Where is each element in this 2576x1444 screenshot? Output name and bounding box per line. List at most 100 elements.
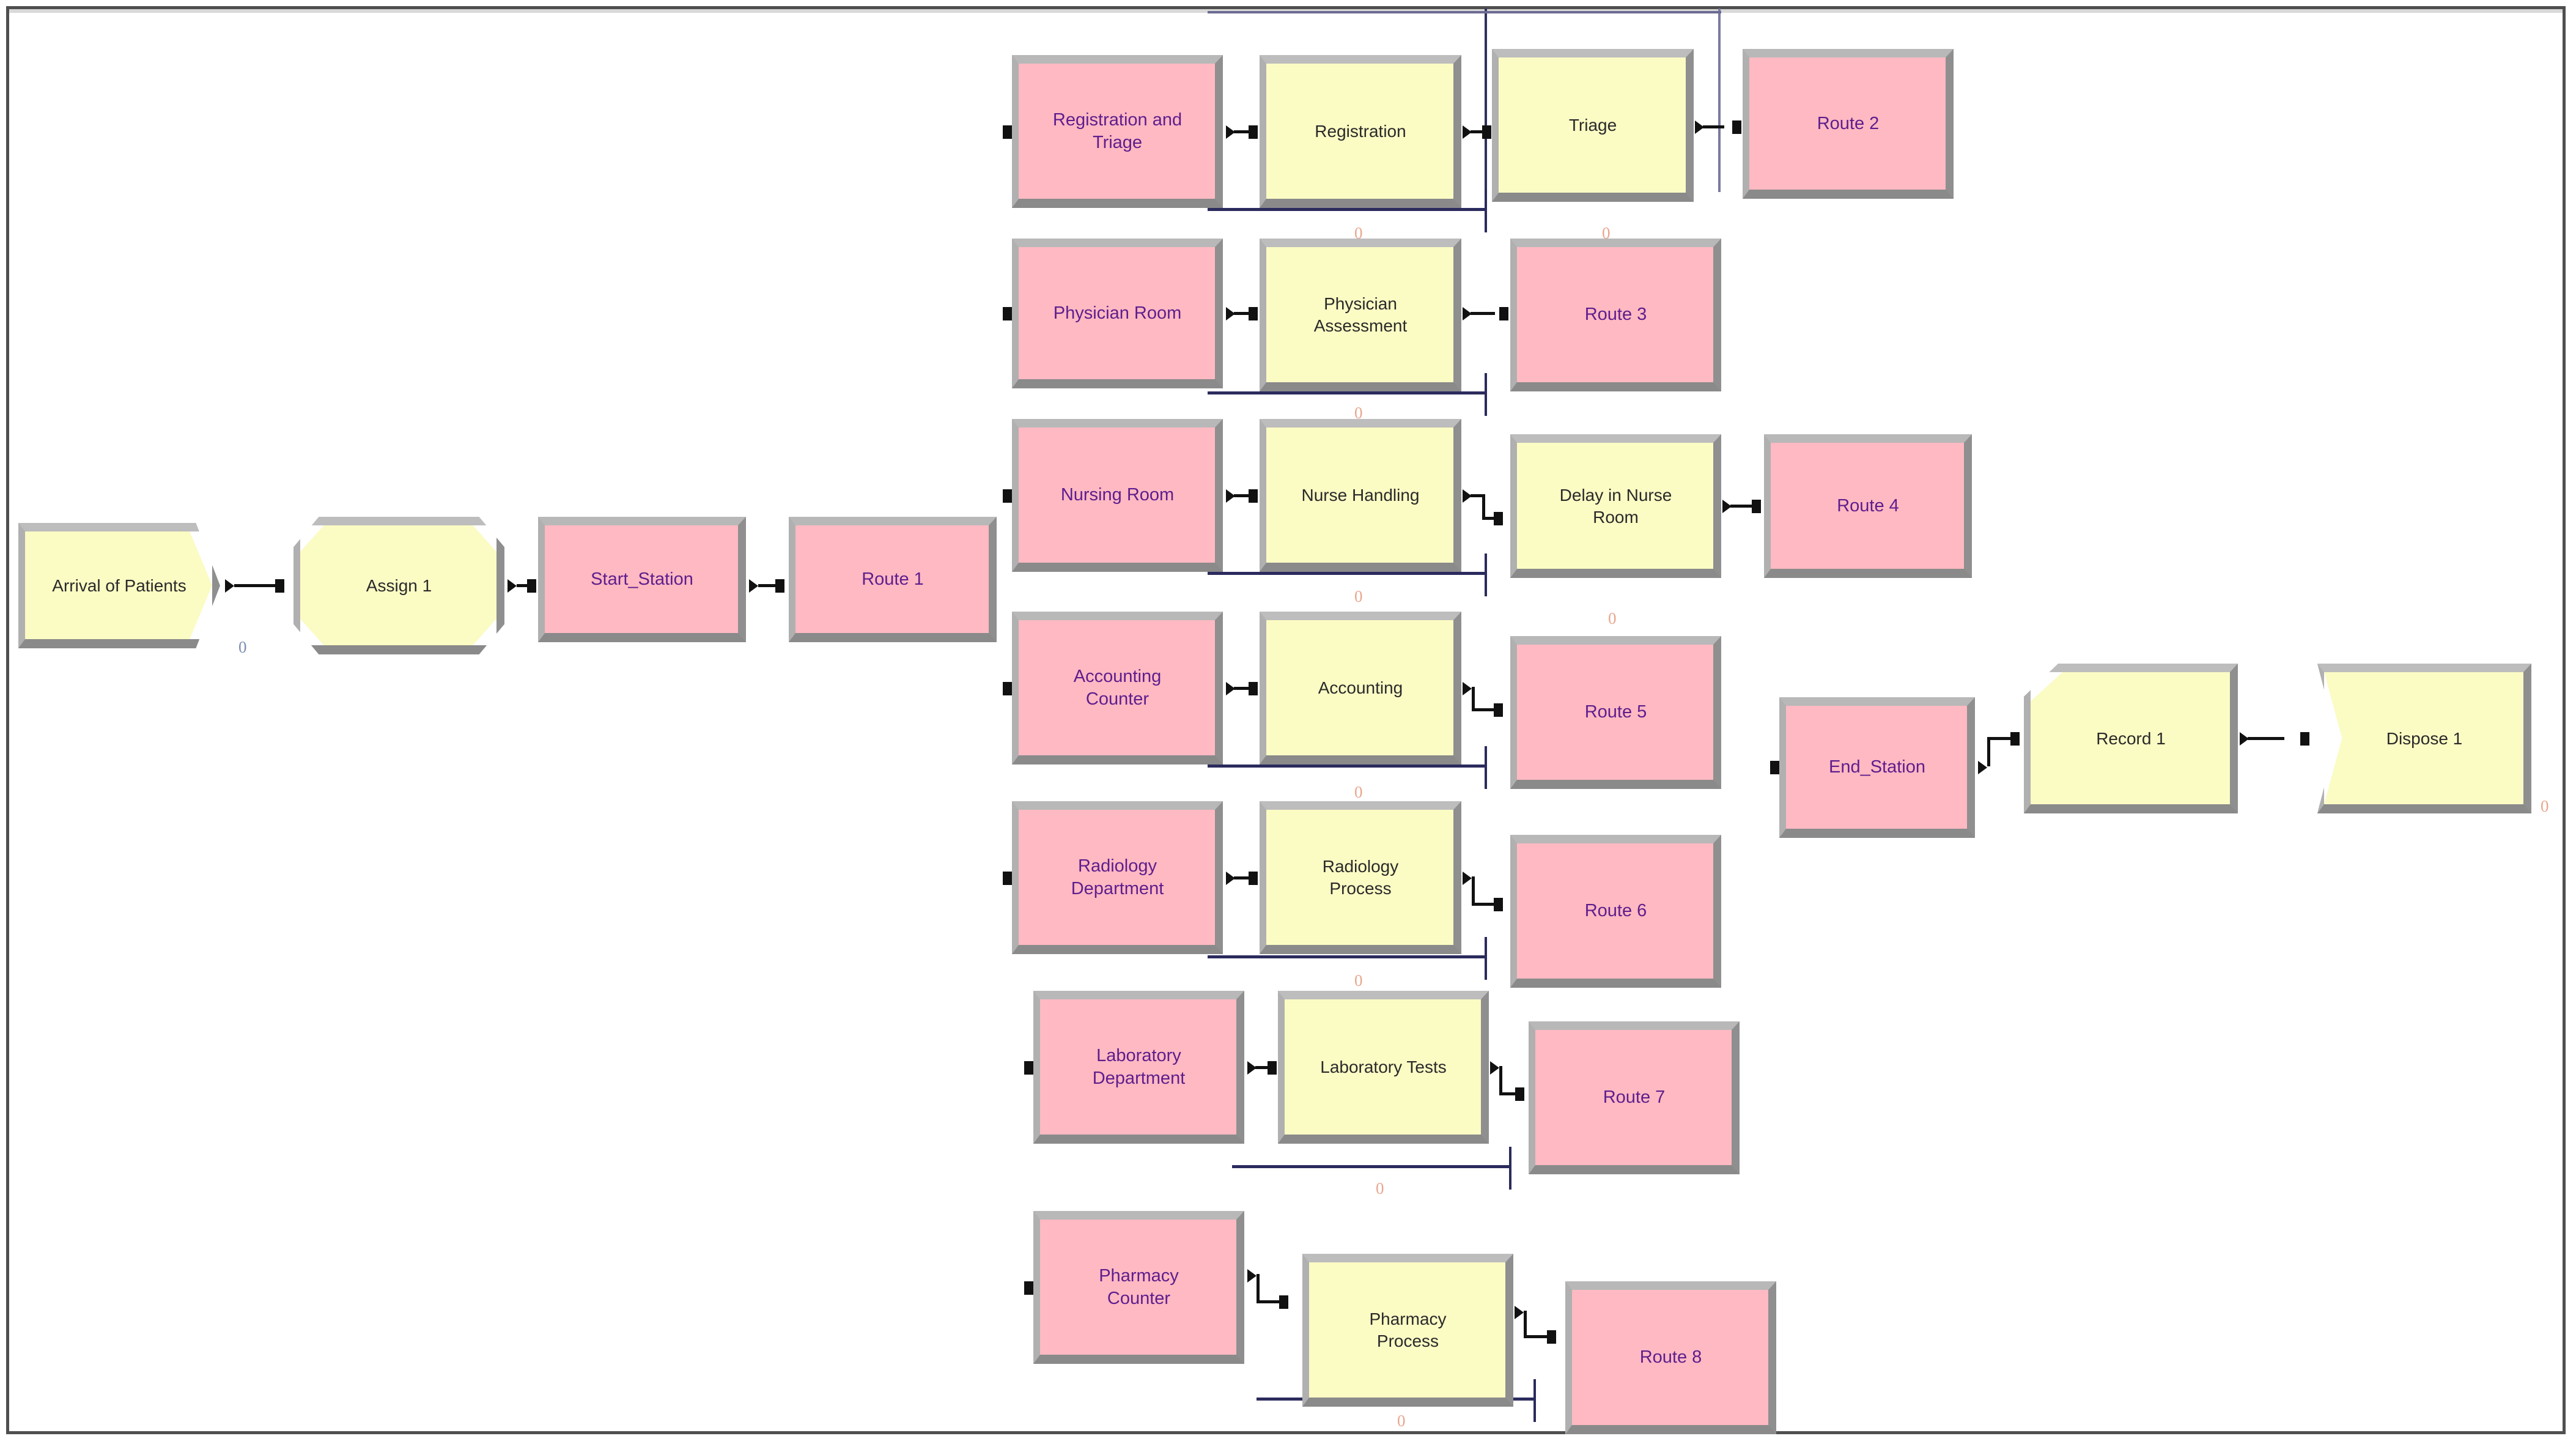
module-pharmacy_process[interactable]: Pharmacy Process [1302, 1254, 1518, 1412]
queue-nurse [1208, 572, 1486, 575]
module-route8[interactable]: Route 8 [1565, 1281, 1781, 1439]
arrow-radiologydept-out [1226, 872, 1235, 885]
module-fill [1535, 1030, 1732, 1165]
port-nursingroom-in [1003, 489, 1012, 503]
link-regtriage-registration [1234, 130, 1252, 133]
link-triage-route2 [1703, 125, 1724, 128]
module-bevel [1033, 991, 1244, 1144]
module-dispose1[interactable]: Dispose 1 [2317, 664, 2536, 818]
module-bevel [1033, 1211, 1244, 1364]
link-radiologyprocess-route6-h [1472, 903, 1495, 906]
module-radiology_dept[interactable]: Radiology Department [1012, 801, 1228, 959]
module-start_station[interactable]: Start_Station [538, 517, 751, 647]
arrow-assign-out [507, 579, 517, 593]
module-registration[interactable]: Registration [1260, 55, 1466, 213]
module-fill [1266, 64, 1453, 199]
link-pharmacycounter-process-h [1257, 1300, 1281, 1303]
module-route3[interactable]: Route 3 [1510, 239, 1726, 396]
counter-arrival: 0 [238, 638, 247, 656]
queue-radiology-end-marker [1485, 937, 1487, 980]
port-route6-in [1494, 898, 1503, 911]
arrow-endstation-out [1978, 761, 1987, 774]
module-delay_nurse_room[interactable]: Delay in Nurse Room [1510, 434, 1726, 583]
module-physician_room[interactable]: Physician Room [1012, 239, 1228, 393]
module-pharmacy_counter[interactable]: Pharmacy Counter [1033, 1211, 1249, 1369]
module-route6[interactable]: Route 6 [1510, 835, 1726, 993]
queue-accounting-end-marker [1485, 746, 1487, 789]
module-bevel [1510, 835, 1721, 988]
link-delay-route4 [1730, 505, 1754, 508]
counter-dispose: 0 [2541, 797, 2549, 815]
port-start-in [527, 579, 536, 593]
module-fill [1771, 443, 1964, 569]
module-bevel [1012, 801, 1223, 954]
arrow-nursingroom-out [1226, 489, 1235, 503]
port-route4-in [1752, 500, 1761, 513]
module-fill [1019, 428, 1215, 563]
module-laboratory_dept[interactable]: Laboratory Department [1033, 991, 1249, 1149]
counter-registration-queue: 0 [1354, 224, 1363, 242]
module-accounting[interactable]: Accounting [1260, 612, 1466, 769]
arrow-labtests-out [1490, 1061, 1499, 1075]
module-nurse_handling[interactable]: Nurse Handling [1260, 419, 1466, 577]
link-pharmacycounter-process-v [1257, 1274, 1260, 1303]
module-route5[interactable]: Route 5 [1510, 636, 1726, 794]
queue-laboratory-end-marker [1509, 1147, 1511, 1190]
module-route1[interactable]: Route 1 [789, 517, 1002, 647]
module-fill [1266, 428, 1453, 563]
arrow-start-out [749, 579, 758, 593]
module-accounting_counter[interactable]: Accounting Counter [1012, 612, 1228, 769]
module-reg_triage_st[interactable]: Registration and Triage [1012, 55, 1228, 213]
port-radiologyprocess-in [1249, 872, 1258, 885]
port-route5-in [1494, 703, 1503, 717]
link-radiologydept-radiologyprocess [1234, 876, 1252, 879]
link-accounting-route5-h [1472, 708, 1495, 711]
module-bevel [1260, 612, 1461, 765]
link-labtests-route7-v [1499, 1066, 1502, 1095]
module-fill [1517, 247, 1713, 382]
port-triage-in [1482, 125, 1491, 139]
link-start-route1 [758, 584, 780, 587]
arrow-arrival-out [225, 579, 234, 593]
port-regtriage-in [1003, 125, 1012, 139]
module-fill [1517, 645, 1713, 780]
dispatch-bus-left [1485, 9, 1487, 198]
module-bevel [1510, 239, 1721, 391]
dispatch-bus-top [1208, 11, 1721, 13]
module-bevel [2317, 664, 2531, 813]
link-accountingcounter-accounting [1234, 687, 1252, 690]
module-nursing_room[interactable]: Nursing Room [1012, 419, 1228, 577]
port-dispose-in [2300, 732, 2309, 746]
module-bevel [1278, 991, 1489, 1144]
module-bevel [1764, 434, 1972, 578]
arrow-record-out [2240, 732, 2249, 746]
module-fill [1572, 1290, 1768, 1425]
link-labtests-route7-h [1499, 1092, 1518, 1095]
port-delay-in [1494, 512, 1503, 525]
link-assessment-route3 [1471, 312, 1495, 315]
module-record1[interactable]: Record 1 [2024, 664, 2243, 818]
arrow-laboratorydept-out [1247, 1061, 1257, 1075]
counter-radiology-queue: 0 [1354, 971, 1363, 990]
module-fill [2324, 672, 2523, 804]
module-triage[interactable]: Triage [1492, 49, 1699, 207]
module-radiology_process[interactable]: Radiology Process [1260, 801, 1466, 959]
module-route4[interactable]: Route 4 [1764, 434, 1977, 583]
module-assign1[interactable]: Assign 1 [293, 517, 509, 659]
module-fill [1266, 247, 1453, 382]
module-end_station[interactable]: End_Station [1779, 697, 1980, 843]
module-bevel [2024, 664, 2238, 813]
module-route7[interactable]: Route 7 [1529, 1021, 1744, 1179]
queue-radiology [1208, 955, 1486, 958]
arrow-delay-out [1722, 500, 1732, 513]
module-fill [1285, 999, 1481, 1135]
module-bevel [1260, 801, 1461, 954]
module-route2[interactable]: Route 2 [1743, 49, 1958, 204]
module-bevel [1302, 1254, 1513, 1407]
module-arrival[interactable]: Arrival of Patients [18, 523, 225, 653]
module-laboratory_tests[interactable]: Laboratory Tests [1278, 991, 1494, 1149]
module-physician_assess[interactable]: Physician Assessment [1260, 239, 1466, 396]
module-fill [795, 525, 989, 633]
module-fill [1517, 443, 1713, 569]
